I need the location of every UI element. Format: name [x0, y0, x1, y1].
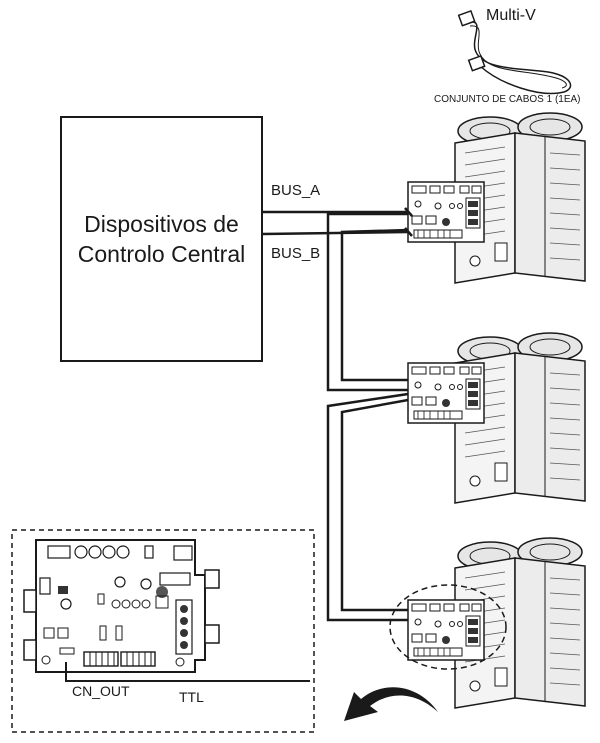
bus-b-label: BUS_B [271, 245, 321, 262]
ttl-label: TTL [179, 689, 204, 705]
pcb-1 [407, 181, 485, 243]
zoom-circle [389, 584, 507, 670]
cable-set-icon [457, 9, 572, 95]
bus-wiring [262, 207, 413, 622]
cable-set-caption: CONJUNTO DE CABOS 1 (1EA) [434, 94, 581, 105]
curved-arrow-icon [344, 687, 438, 721]
pcb-3 [407, 599, 485, 661]
pcb-enlarged [23, 539, 310, 682]
cn-out-label: CN_OUT [72, 683, 130, 699]
multi-v-label: Multi-V [486, 7, 536, 24]
bus-a-label: BUS_A [271, 182, 321, 199]
central-device-line2: Controlo Central [77, 241, 246, 267]
pcb-2 [407, 362, 485, 424]
central-device-line1: Dispositivos de [84, 211, 239, 237]
central-control-device: Dispositivos de Controlo Central [60, 116, 263, 362]
